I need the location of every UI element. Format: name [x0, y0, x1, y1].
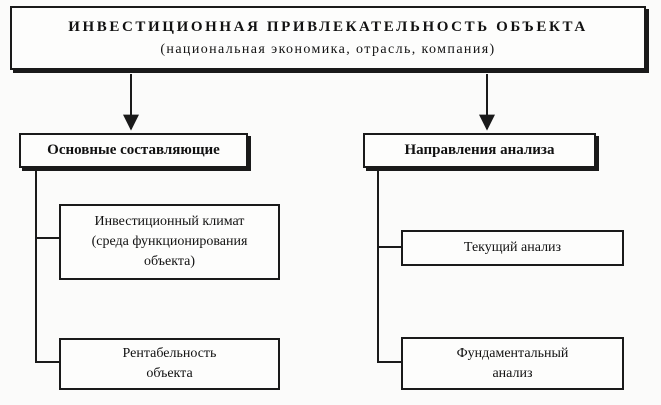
left-item-label: Инвестиционный климат (среда функциониро… — [91, 214, 248, 269]
right-header-box: Направления анализа — [363, 133, 596, 168]
title-box: ИНВЕСТИЦИОННАЯ ПРИВЛЕКАТЕЛЬНОСТЬ ОБЪЕКТА… — [10, 6, 646, 70]
right-item-current-analysis: Текущий анализ — [401, 230, 624, 266]
right-item-label: Текущий анализ — [463, 240, 562, 255]
right-header-label: Направления анализа — [404, 142, 555, 158]
right-item-label: Фундаментальный анализ — [456, 345, 569, 381]
left-tree-connector — [35, 168, 59, 363]
left-item-profitability: Рентабельность объекта — [59, 338, 280, 390]
title-subtitle: (национальная экономика, отрасль, компан… — [160, 41, 496, 57]
left-header-label: Основные составляющие — [47, 142, 220, 158]
title-main: ИНВЕСТИЦИОННАЯ ПРИВЛЕКАТЕЛЬНОСТЬ ОБЪЕКТА — [68, 18, 588, 35]
left-item-investment-climate: Инвестиционный климат (среда функциониро… — [59, 204, 280, 280]
right-item-fundamental-analysis: Фундаментальный анализ — [401, 337, 624, 390]
left-header-box: Основные составляющие — [19, 133, 248, 168]
left-item-label: Рентабельность объекта — [122, 346, 217, 381]
right-tree-connector — [377, 168, 401, 363]
